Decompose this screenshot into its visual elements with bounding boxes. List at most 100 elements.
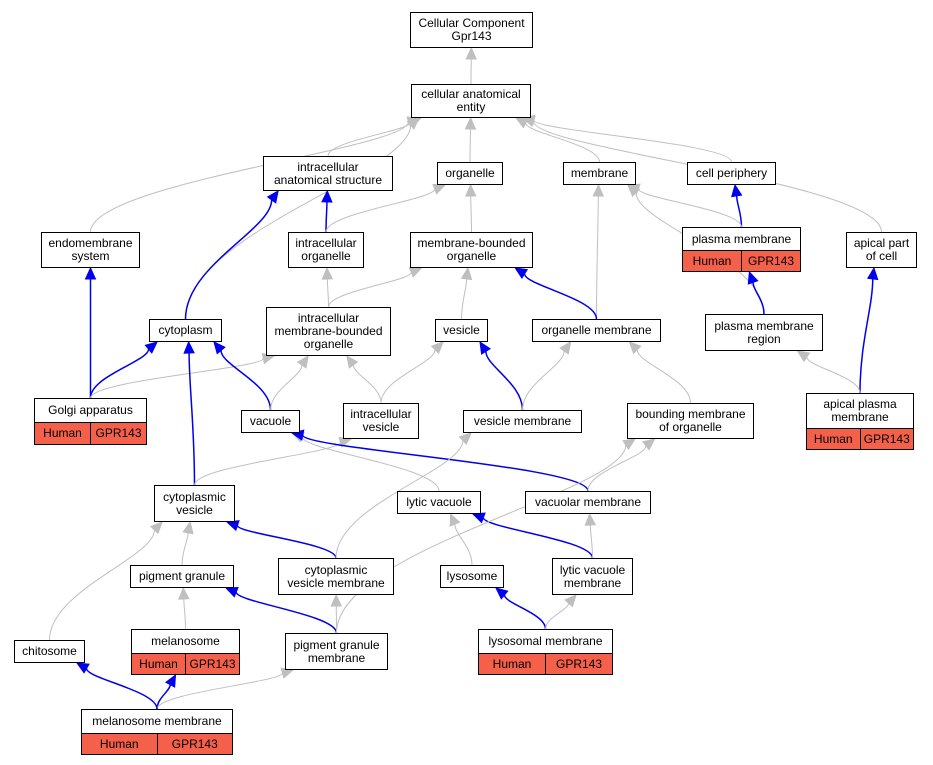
arrowhead-pgm-bmo	[622, 438, 637, 451]
annotation-gene: GPR143	[545, 654, 612, 674]
arrowhead-pmr-membrane	[627, 184, 641, 198]
edge-iv-imbo	[352, 364, 382, 404]
edge-lys-lv	[454, 524, 473, 566]
edge-chito-cv	[49, 529, 155, 641]
arrowhead-bmo-orgmem	[628, 341, 642, 355]
node-plasma-membrane-region[interactable]: plasma membrane region	[705, 314, 823, 351]
edge-melm-mel	[156, 684, 172, 710]
node-cytoplasmic-vesicle-membrane[interactable]: cytoplasmic vesicle membrane	[278, 558, 394, 595]
node-vesicle-membrane[interactable]: vesicle membrane	[463, 410, 582, 433]
node-label: Cellular Component Gpr143	[418, 16, 525, 43]
edge-cyto-cae	[185, 125, 412, 320]
edge-bmo-orgmem	[636, 349, 691, 404]
node-cytoplasmic-vesicle[interactable]: cytoplasmic vesicle	[154, 485, 235, 522]
node-membrane-bounded-organelle[interactable]: membrane-bounded organelle	[410, 232, 533, 268]
arrowhead-imbo-mbo	[408, 267, 423, 278]
node-cytoplasm[interactable]: cytoplasm	[149, 319, 222, 342]
arrowhead-lvm-lv	[471, 512, 486, 524]
edge-lysm-lvm	[545, 603, 570, 630]
arrowhead-melm-chito	[75, 662, 90, 674]
arrowhead-melm-mel	[164, 673, 177, 688]
arrowhead-mel-pg	[178, 586, 190, 600]
annotation-species: Human	[479, 654, 545, 674]
node-pigment-granule[interactable]: pigment granule	[130, 565, 234, 588]
edge-cv-iv	[194, 441, 341, 486]
node-apical-part-of-cell[interactable]: apical part of cell	[846, 232, 917, 268]
arrowhead-pg-cv	[182, 520, 194, 535]
node-intracellular-vesicle[interactable]: intracellular vesicle	[343, 403, 419, 439]
node-label: chitosome	[22, 644, 77, 658]
node-chitosome[interactable]: chitosome	[14, 640, 85, 663]
arrowhead-pgm-pg	[224, 586, 239, 598]
edge-cellper-cae	[533, 119, 732, 163]
annotation-gene: GPR143	[156, 734, 232, 754]
node-intracellular-organelle[interactable]: intracellular organelle	[288, 232, 364, 268]
node-label: vacuole	[249, 414, 292, 428]
edge-vesicle-mbo	[461, 278, 468, 320]
arrowhead-vm-orgmem	[559, 341, 572, 355]
node-organelle-membrane[interactable]: organelle membrane	[532, 319, 661, 342]
node-bounding-membrane-of-organelle[interactable]: bounding membrane of organelle	[627, 403, 754, 439]
node-label: cytoplasmic vesicle membrane	[287, 562, 385, 590]
edge-mel-pg	[183, 598, 186, 630]
arrowhead-organelle-cae	[464, 116, 477, 130]
node-endomembrane-system[interactable]: endomembrane system	[41, 232, 140, 268]
arrowhead-orgmem-membrane	[592, 183, 605, 197]
node-vesicle[interactable]: vesicle	[435, 319, 488, 342]
arrowhead-golgi-cyto	[144, 341, 158, 354]
node-cellular-component-root[interactable]: Cellular Component Gpr143	[410, 12, 533, 48]
edge-apm-apical	[859, 278, 874, 394]
arrowhead-pm-cellper	[731, 183, 743, 198]
node-label: pigment granule membrane	[293, 637, 380, 665]
node-lysosome[interactable]: lysosome	[440, 565, 504, 588]
arrowhead-lys-lv	[449, 512, 461, 527]
node-vacuole[interactable]: vacuole	[241, 410, 300, 433]
arrowhead-pmr-pm	[747, 270, 759, 285]
annotation-gene: GPR143	[185, 654, 239, 674]
node-label: intracellular vesicle	[350, 407, 412, 434]
edge-vacm-bmo	[587, 445, 647, 492]
node-lytic-vacuole-membrane[interactable]: lytic vacuole membrane	[552, 558, 633, 595]
arrowhead-iv-imbo	[346, 355, 359, 369]
edge-iv-vesicle	[380, 349, 436, 404]
node-label: endomembrane system	[48, 236, 133, 263]
node-cellular-anatomical-entity[interactable]: cellular anatomical entity	[411, 84, 531, 118]
edge-orgmem-mbo	[523, 273, 598, 320]
node-cell-periphery[interactable]: cell periphery	[687, 162, 776, 185]
node-label: pigment granule	[138, 569, 226, 583]
node-intracellular-anatomical-structure[interactable]: intracellular anatomical structure	[263, 156, 393, 191]
node-membrane[interactable]: membrane	[563, 162, 636, 185]
arrowhead-cyto-cae	[406, 117, 420, 130]
annotation-species: Human	[82, 734, 157, 754]
node-label: cytoplasmic vesicle	[163, 489, 226, 517]
node-pigment-granule-membrane[interactable]: pigment granule membrane	[285, 633, 388, 670]
arrowhead-vm-vesicle	[479, 340, 491, 355]
edge-pgm-bmo	[336, 444, 627, 634]
arrowhead-vacuole-imbo	[296, 355, 309, 369]
edge-apm-pmr	[806, 356, 861, 394]
edge-io-ias	[325, 201, 328, 233]
node-label: apical part of cell	[853, 236, 910, 263]
node-intracellular-membrane-bounded-organelle[interactable]: intracellular membrane-bounded organelle	[266, 307, 391, 356]
node-organelle[interactable]: organelle	[437, 162, 503, 185]
edge-cyto-ias	[184, 199, 273, 320]
edge-golgi-cyto	[89, 348, 150, 399]
node-lytic-vacuole[interactable]: lytic vacuole	[397, 491, 481, 514]
node-label: cell periphery	[695, 166, 768, 180]
node-label: intracellular anatomical structure	[273, 159, 383, 187]
annotation-gene: GPR143	[741, 251, 800, 271]
arrowhead-io-ias	[321, 189, 333, 203]
node-vacuolar-membrane[interactable]: vacuolar membrane	[525, 491, 651, 514]
node-label: lysosome	[446, 569, 498, 583]
